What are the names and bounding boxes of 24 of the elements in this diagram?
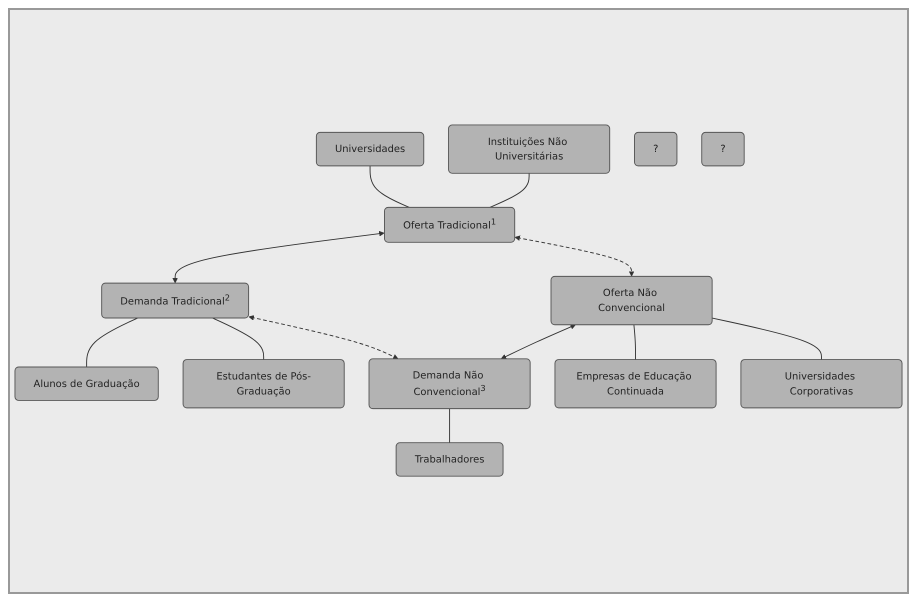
- arrow: [500, 324, 576, 360]
- connector: [370, 166, 410, 208]
- connector: [633, 324, 636, 360]
- arrow: [514, 236, 634, 278]
- node-box: Universidades: [316, 132, 424, 167]
- node-box: Oferta Não Convencional: [550, 276, 713, 326]
- node-box: ?: [634, 132, 678, 167]
- node-box: Demanda Não Convencional$^{3}$: [368, 358, 531, 410]
- connector: [449, 408, 450, 444]
- arrow: [248, 316, 398, 360]
- node-box: Trabalhadores: [396, 442, 504, 478]
- node-box: Oferta Tradicional$^{1}$: [384, 207, 516, 244]
- connector: [212, 318, 264, 360]
- connector: [712, 318, 822, 360]
- node-box: Estudantes de Pós-Graduação: [182, 360, 345, 409]
- node-box: ?: [701, 132, 745, 167]
- connector: [489, 173, 530, 208]
- node-box: Instituições Não Universitárias: [448, 124, 610, 174]
- node-box: Alunos de Graduação: [14, 366, 159, 402]
- arrow: [172, 231, 384, 284]
- node-box: Demanda Tradicional$^{2}$: [101, 283, 250, 319]
- connector: [86, 318, 138, 368]
- node-box: Empresas de Educação Continuada: [554, 360, 717, 409]
- node-box: Universidades Corporativas: [740, 360, 902, 409]
